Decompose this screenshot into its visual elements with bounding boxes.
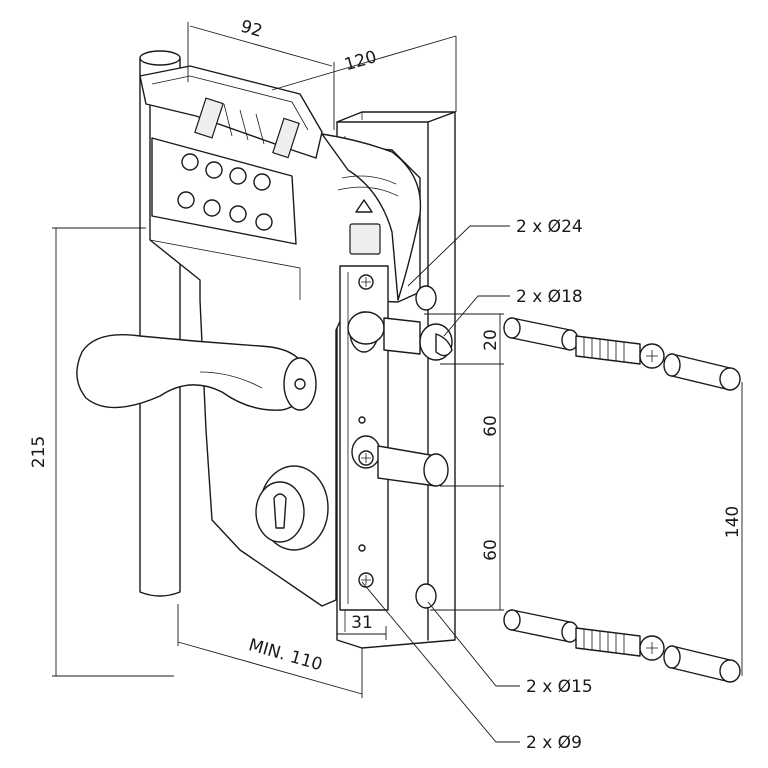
dim-min-110-label: MIN. 110	[246, 635, 324, 675]
dim-215-label: 215	[29, 436, 49, 468]
dim-20-label: 20	[481, 329, 501, 351]
leader-lines	[361, 225, 520, 743]
dimension-lines	[52, 22, 743, 698]
warning-triangle-icon	[355, 199, 373, 213]
post-hole-lower	[415, 583, 437, 609]
dim-60-upper-label: 60	[481, 415, 501, 437]
callout-hole-9: 2 x Ø9	[526, 733, 582, 753]
lock-body	[139, 65, 422, 607]
lower-bolt-set	[503, 609, 741, 683]
keypad-buttons	[177, 153, 273, 231]
callout-hole-18: 2 x Ø18	[516, 287, 583, 307]
keyhole-icon	[273, 493, 287, 529]
upper-bolt-set	[503, 317, 741, 391]
callout-hole-15: 2 x Ø15	[526, 677, 593, 697]
dim-31-label: 31	[351, 613, 373, 633]
cylinder-rose	[255, 465, 329, 551]
dim-120-label: 120	[342, 47, 379, 75]
hardware-pieces	[347, 285, 453, 609]
dim-92-label: 92	[238, 17, 264, 42]
lever-handle	[76, 334, 317, 411]
dim-140-label: 140	[723, 506, 743, 538]
callout-hole-24: 2 x Ø24	[516, 217, 583, 237]
post-hole-upper	[415, 285, 437, 311]
dim-60-lower-label: 60	[481, 539, 501, 561]
